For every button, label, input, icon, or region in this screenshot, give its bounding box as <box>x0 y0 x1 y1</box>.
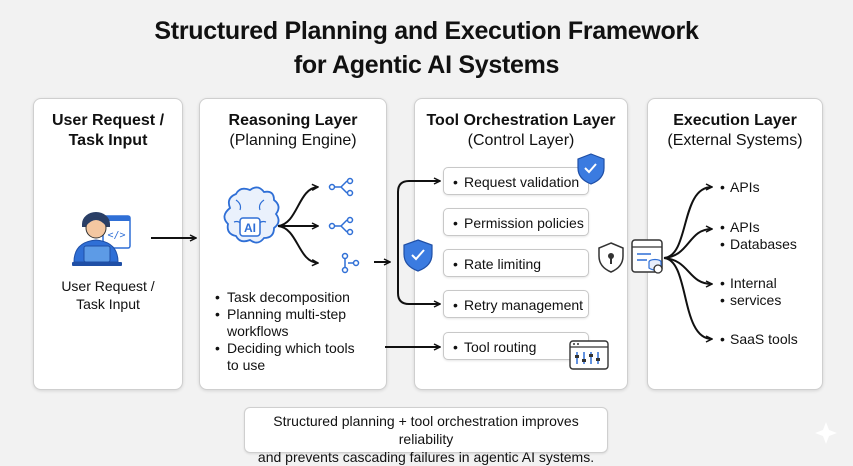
execution-panel-heading: Execution Layer (External Systems) <box>648 111 822 151</box>
orchestration-panel-subtitle: (Control Layer) <box>467 132 575 149</box>
user-panel-caption-line1: User Request / <box>61 278 155 294</box>
footer-note: Structured planning + tool orchestration… <box>244 407 608 465</box>
tool-item-retry-management: Retry management <box>443 290 589 319</box>
execution-item-apis-databases: APIs Databases <box>720 219 797 253</box>
execution-panel-title: Execution Layer <box>673 112 797 129</box>
diagram-title-line2: for Agentic AI Systems <box>293 51 560 79</box>
footer-line1: Structured planning + tool orchestration… <box>273 413 579 447</box>
execution-item-internal-services: Internal services <box>720 275 781 309</box>
reasoning-panel-heading: Reasoning Layer (Planning Engine) <box>200 111 386 151</box>
reasoning-bullet: Task decomposition <box>215 289 383 306</box>
reasoning-bullet-list: Task decomposition Planning multi-stepwo… <box>215 289 383 374</box>
user-panel-title: User Request / Task Input <box>34 111 182 151</box>
tool-item-request-validation: Request validation <box>443 167 589 196</box>
sparkle-icon <box>815 422 837 444</box>
tool-item-rate-limiting: Rate limiting <box>443 249 589 278</box>
execution-panel-subtitle: (External Systems) <box>667 132 803 149</box>
user-panel-caption: User Request / Task Input <box>34 277 182 313</box>
execution-item-saas-tools: SaaS tools <box>720 331 798 348</box>
footer-line2: and prevents cascading failures in agent… <box>257 449 595 465</box>
diagram-title: Structured Planning and Execution Framew… <box>0 14 853 82</box>
orchestration-panel-heading: Tool Orchestration Layer (Control Layer) <box>415 111 627 151</box>
user-panel-title-line1: User Request / <box>51 112 165 129</box>
reasoning-panel-title: Reasoning Layer <box>228 112 358 129</box>
reasoning-panel-subtitle: (Planning Engine) <box>229 132 357 149</box>
execution-item-apis: APIs <box>720 179 760 196</box>
tool-item-tool-routing: Tool routing <box>443 332 589 361</box>
user-panel-caption-line2: Task Input <box>76 296 140 312</box>
user-panel-title-line2: Task Input <box>68 132 148 149</box>
orchestration-panel-title: Tool Orchestration Layer <box>426 112 616 129</box>
user-request-panel: User Request / Task Input User Request /… <box>33 98 183 390</box>
tool-item-permission-policies: Permission policies <box>443 208 589 237</box>
diagram-title-line1: Structured Planning and Execution Framew… <box>154 17 699 45</box>
